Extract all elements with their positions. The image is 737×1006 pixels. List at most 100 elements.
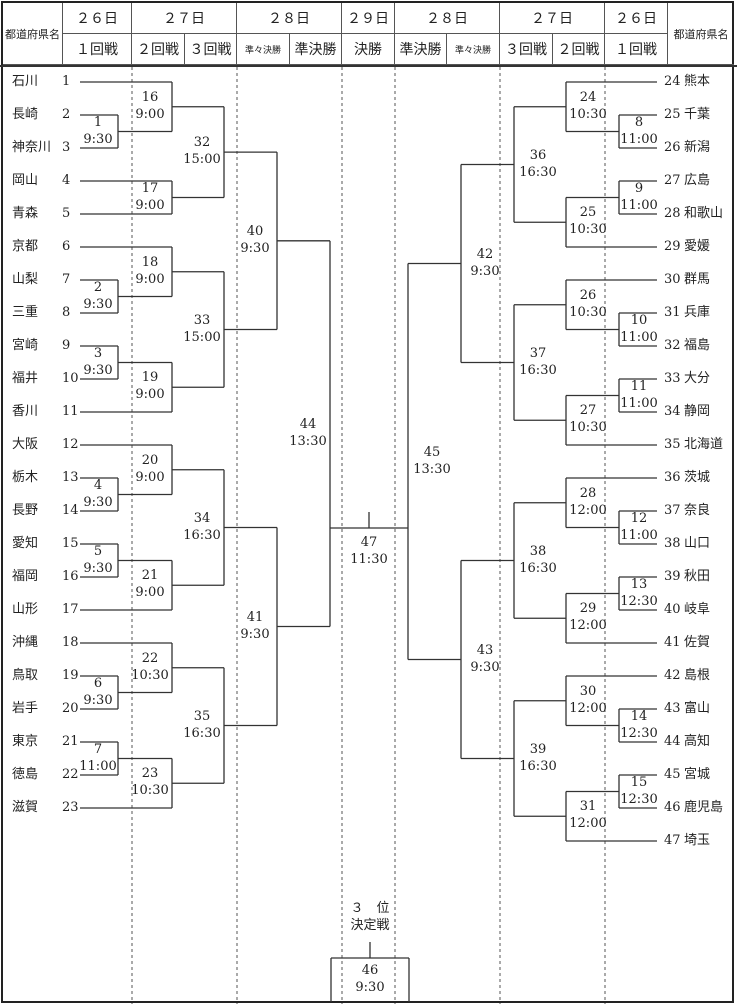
prefecture-header-left: 都道府県名 (3, 3, 63, 65)
match-number: 1 (93, 114, 103, 130)
right-team-seed: 39 (664, 569, 681, 584)
match-number: 40 (246, 223, 264, 239)
match-time: 9:30 (83, 131, 113, 147)
right-team-seed: 45 (664, 767, 681, 782)
day-header-right-28: ２８日 (395, 3, 500, 34)
day-header-left-28: ２８日 (237, 3, 342, 34)
round-header-right-qf: 準々決勝 (447, 34, 500, 65)
right-team-name: 群馬 (684, 272, 711, 287)
match-time: 12:30 (620, 593, 658, 609)
right-team-seed: 38 (664, 536, 681, 551)
match-number: 39 (529, 741, 547, 757)
round-header-right-sf: 準決勝 (395, 34, 447, 65)
third-place-line1: ３ 位 (350, 901, 390, 916)
match-time: 11:00 (620, 527, 658, 543)
match-time: 10:30 (569, 222, 607, 238)
left-team-seed: 19 (62, 668, 79, 683)
right-team-name: 兵庫 (684, 305, 711, 320)
left-team-name: 福岡 (12, 569, 39, 584)
left-team-seed: 15 (62, 536, 79, 551)
match-number: 33 (193, 312, 211, 328)
match-number: 13 (630, 576, 648, 592)
match-number: 9 (634, 180, 644, 196)
right-team-name: 福島 (684, 338, 711, 353)
left-team-seed: 16 (62, 569, 79, 584)
left-team-name: 神奈川 (12, 140, 52, 155)
match-time: 10:30 (131, 783, 169, 799)
left-team-name: 栃木 (12, 470, 39, 485)
match-time: 12:00 (569, 502, 607, 518)
match-time: 12:00 (569, 618, 607, 634)
left-team-name: 香川 (12, 404, 39, 419)
match-number: 22 (141, 650, 159, 666)
match-number: 27 (579, 403, 597, 419)
right-team-name: 山口 (684, 536, 711, 551)
match-number: 19 (141, 370, 159, 386)
match-time: 16:30 (519, 362, 557, 378)
left-team-seed: 10 (62, 371, 79, 386)
match-time: 10:30 (569, 304, 607, 320)
day-header-right-26: ２６日 (605, 3, 668, 34)
right-team-seed: 36 (664, 470, 681, 485)
left-team-seed: 13 (62, 470, 79, 485)
match-time: 9:00 (135, 271, 165, 287)
day-header-final-29: ２９日 (342, 3, 395, 34)
match-time: 9:30 (83, 362, 113, 378)
match-time: 9:30 (240, 240, 270, 256)
left-team-seed: 12 (62, 437, 79, 452)
right-team-name: 島根 (684, 668, 711, 683)
day-header-right-27: ２７日 (500, 3, 605, 34)
left-team-name: 山梨 (12, 272, 39, 287)
left-team-seed: 18 (62, 635, 79, 650)
match-time: 11:00 (620, 131, 658, 147)
right-team-seed: 43 (664, 701, 681, 716)
match-number: 36 (529, 147, 547, 163)
match-number: 16 (141, 89, 159, 105)
match-time: 11:00 (620, 329, 658, 345)
match-time: 9:00 (135, 106, 165, 122)
day-header-left-26: ２６日 (63, 3, 132, 34)
match-number: 26 (579, 287, 597, 303)
right-team-name: 埼玉 (684, 833, 711, 848)
left-team-seed: 14 (62, 503, 79, 518)
left-team-seed: 22 (62, 767, 79, 782)
match-time: 16:30 (519, 560, 557, 576)
right-team-seed: 47 (664, 833, 681, 848)
match-number: 31 (579, 799, 597, 815)
round-header-left-2: ２回戦 (132, 34, 185, 65)
third-place-line2: 決定戦 (350, 918, 390, 933)
left-team-name: 大阪 (12, 437, 39, 452)
third-place-label: ３ 位 決定戦 (335, 900, 405, 934)
match-time: 9:00 (135, 585, 165, 601)
right-team-name: 佐賀 (684, 635, 711, 650)
match-number: 5 (93, 543, 103, 559)
left-team-name: 東京 (12, 734, 39, 749)
round-header-right-2: ２回戦 (553, 34, 605, 65)
right-team-name: 愛媛 (684, 239, 711, 254)
match-time: 11:30 (350, 552, 388, 567)
match-number: 41 (246, 609, 264, 625)
prefecture-header-right: 都道府県名 (668, 3, 734, 65)
right-team-name: 富山 (684, 701, 711, 716)
right-team-name: 北海道 (684, 437, 724, 452)
right-team-name: 大分 (684, 371, 711, 386)
right-team-name: 茨城 (684, 470, 711, 485)
right-team-name: 岐阜 (684, 602, 711, 617)
match-time: 15:00 (183, 152, 221, 168)
left-team-name: 徳島 (12, 767, 39, 782)
match-number: 14 (630, 708, 648, 724)
match-number: 18 (141, 254, 159, 270)
match-number: 6 (93, 675, 103, 691)
